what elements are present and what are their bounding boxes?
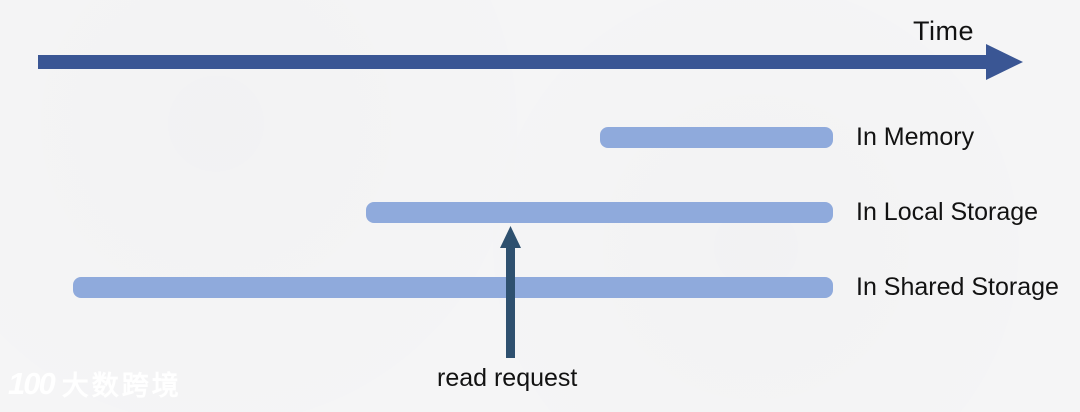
bar-in-shared-storage — [73, 277, 833, 298]
watermark-logo: 100 — [8, 365, 56, 401]
read-request-arrow-icon — [500, 226, 521, 358]
watermark-text: 大数跨境 — [61, 371, 182, 401]
read-request-label: read request — [437, 364, 578, 392]
label-in-shared-storage: In Shared Storage — [856, 273, 1059, 301]
bar-in-memory — [600, 127, 833, 148]
watermark: 100 大数跨境 — [8, 364, 182, 403]
time-axis-label: Time — [913, 16, 974, 46]
label-in-memory: In Memory — [856, 123, 975, 151]
bar-in-local-storage — [366, 202, 833, 223]
time-arrow-icon — [38, 44, 1023, 80]
label-in-local-storage: In Local Storage — [856, 198, 1039, 226]
